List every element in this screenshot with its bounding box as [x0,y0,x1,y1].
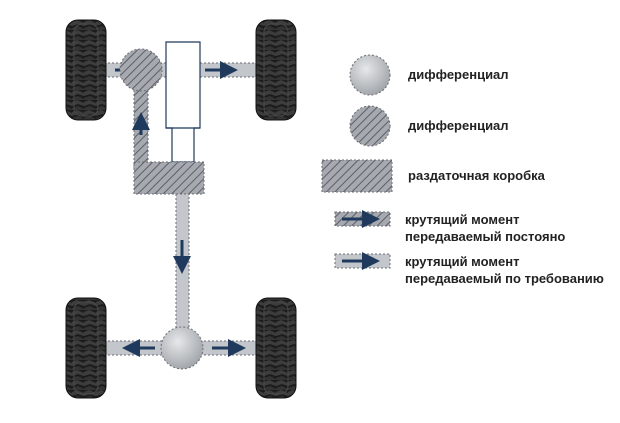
legend-label-transfer-case: раздаточная коробка [408,168,545,183]
engine-gearbox [165,41,201,163]
legend-differential-hatched-icon [349,105,391,147]
legend-label-torque-permanent: крутящий момент передаваемый постояно [405,212,566,244]
tire-icon [65,297,107,399]
differential-icon [119,48,163,92]
tire-icon [65,19,107,121]
legend-label-differential-solid: дифференциал [408,67,509,82]
tire-icon [255,297,297,399]
differential-icon [160,326,204,370]
legend-torque-on-demand-icon [334,252,391,270]
legend-torque-permanent-icon [334,210,391,228]
legend-label-differential-hatched: дифференциал [408,118,509,133]
legend-differential-solid-icon [349,54,391,96]
transfer-case-icon [133,161,205,195]
tire-icon [255,19,297,121]
legend-label-torque-on-demand: крутящий момент передаваемый по требован… [405,254,604,286]
legend-transfer-case-icon [321,159,393,193]
